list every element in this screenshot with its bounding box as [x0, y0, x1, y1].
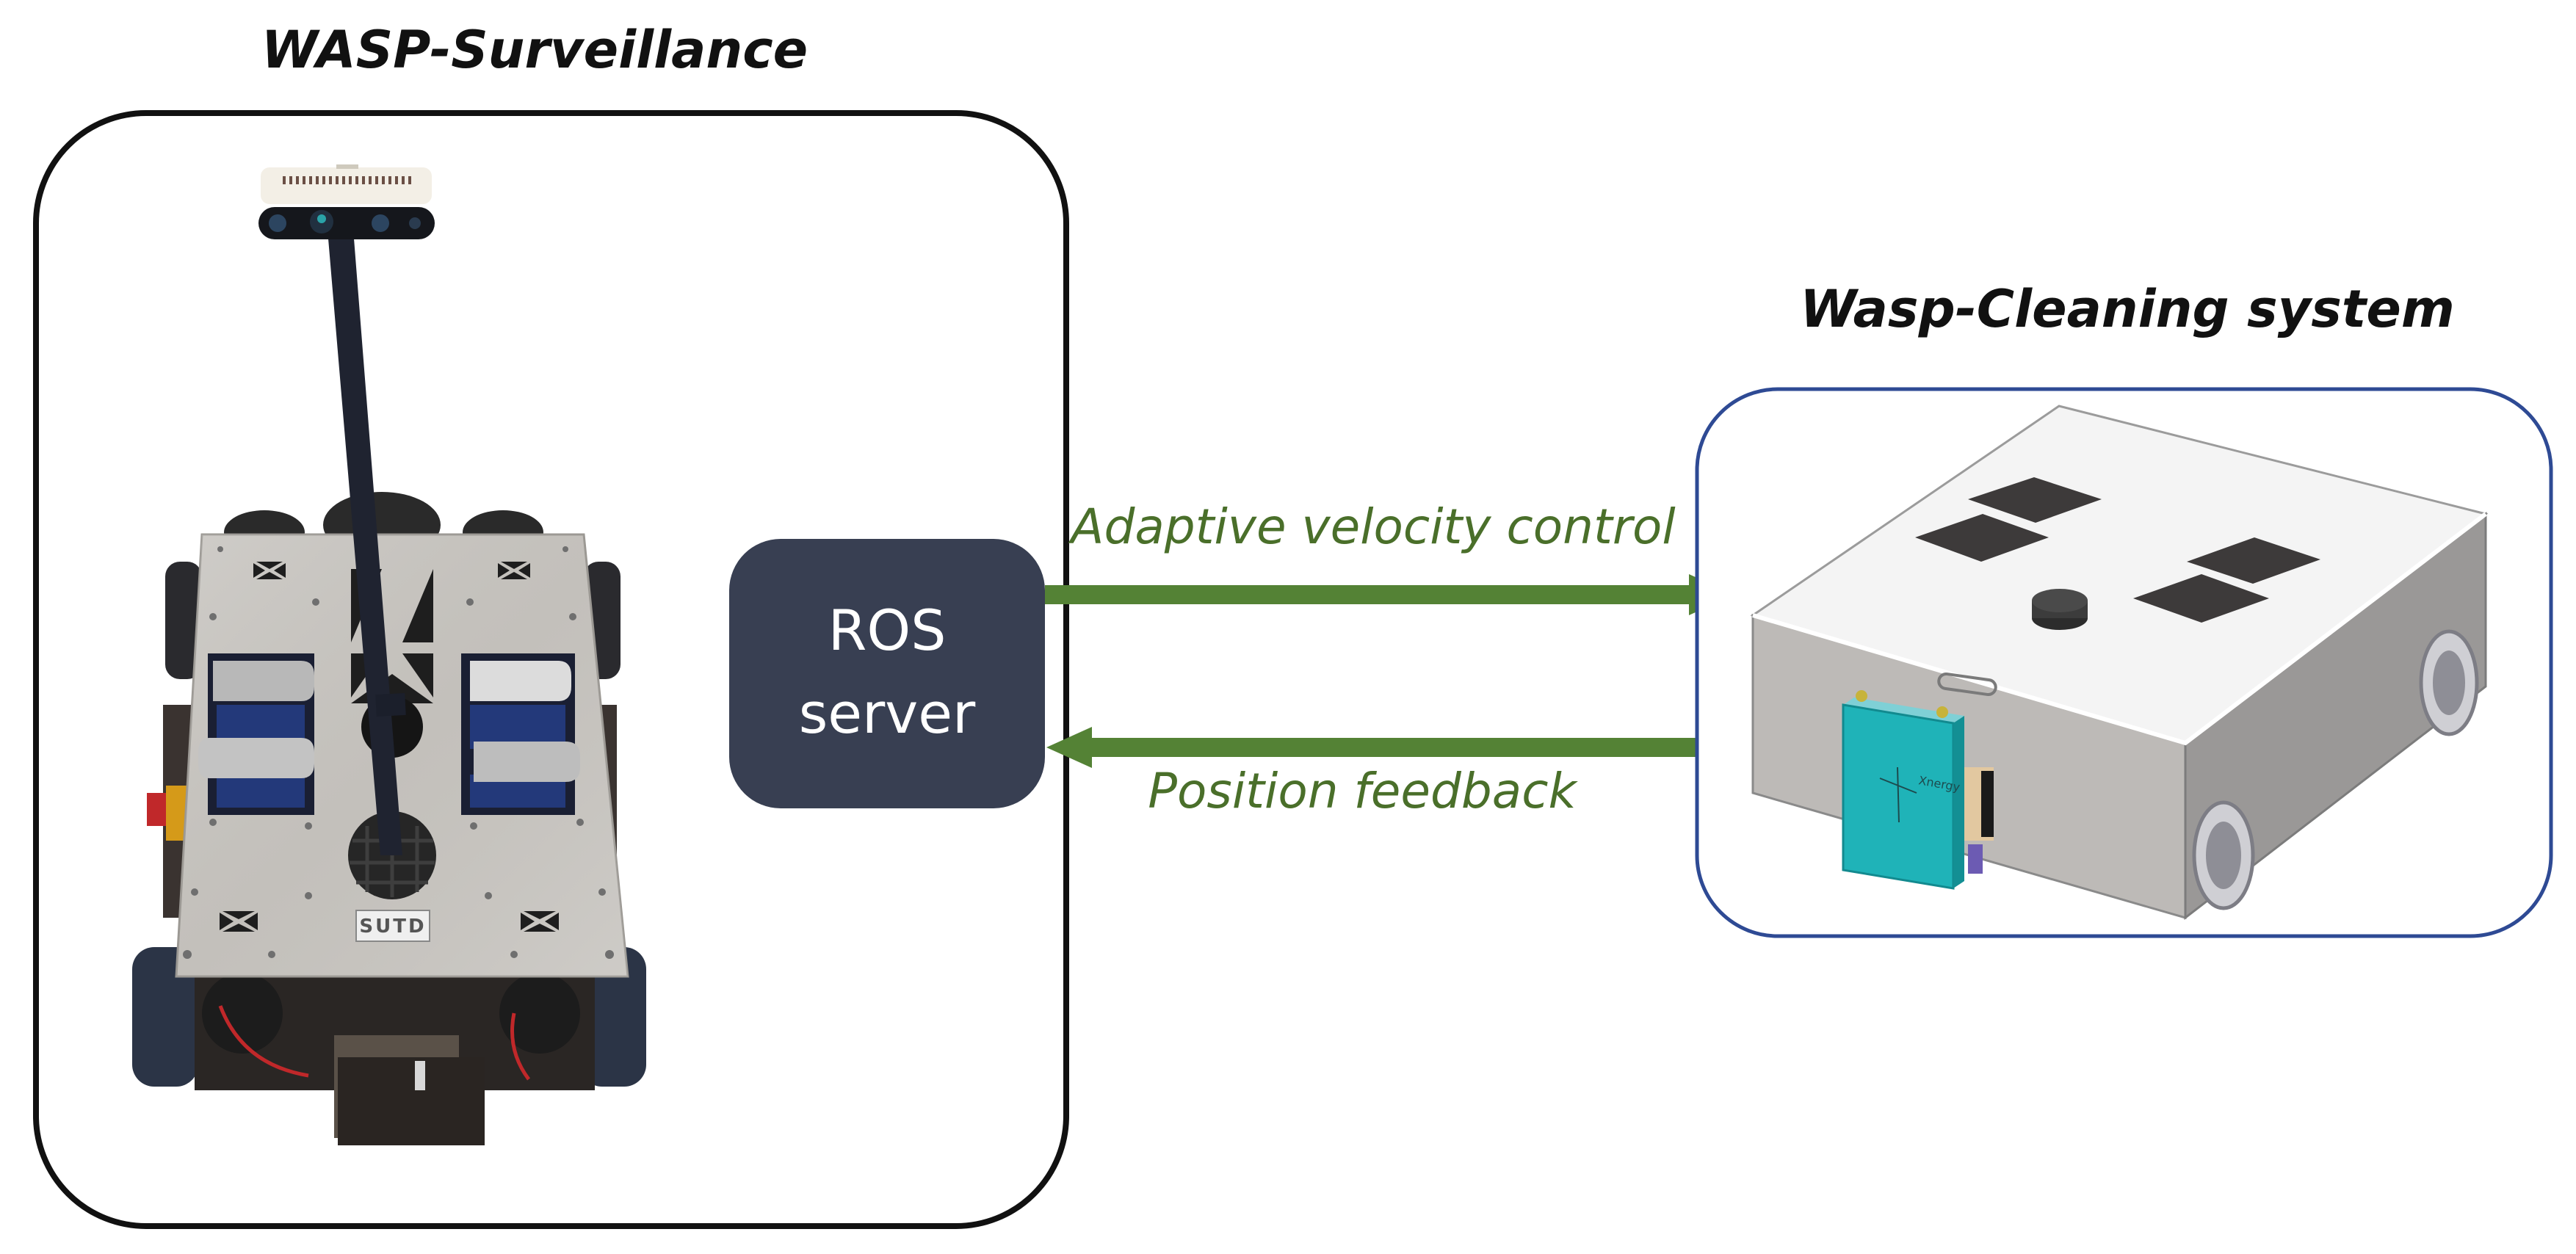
cleaning-robot-image: Xnergy	[1750, 405, 2489, 921]
red-wire-right	[510, 1012, 531, 1081]
surveillance-system: WASP-Surveillance	[33, 20, 1069, 1229]
camera-emitter	[409, 217, 421, 229]
svg-text:SUTD: SUTD	[359, 916, 426, 938]
cleaning-system: Wasp-Cleaning system	[1695, 279, 2553, 938]
camera-lens-right	[372, 214, 389, 232]
center-knob	[2032, 589, 2088, 630]
camera-vents	[283, 176, 411, 184]
top-pads	[1915, 477, 2320, 623]
ros-server-box[interactable]	[729, 539, 1045, 808]
vent-cutouts	[220, 562, 559, 932]
emergency-button	[147, 793, 167, 826]
position-feedback-label: Position feedback	[1148, 763, 1578, 819]
under-motor-left	[202, 973, 283, 1054]
side-wheel-front	[2192, 800, 2255, 910]
link-adaptive-velocity-control: Adaptive velocity control	[1045, 499, 1734, 615]
adaptive-velocity-control-label: Adaptive velocity control	[1068, 499, 1676, 555]
link-position-feedback: Position feedback	[1046, 727, 1734, 819]
arrow-right-shaft	[1045, 585, 1693, 604]
ros-server-label-line2: server	[799, 681, 976, 746]
cleaning-system-title: Wasp-Cleaning system	[1800, 279, 2455, 339]
right-wheel-front	[580, 947, 646, 1087]
left-wheel-front	[132, 947, 198, 1087]
depth-camera	[258, 164, 435, 239]
side-wheel-rear	[2419, 629, 2479, 736]
camera-lens-left	[269, 214, 286, 232]
battery-window-right	[461, 653, 580, 815]
arrow-left-shaft	[1088, 738, 1734, 757]
plate-screws	[183, 546, 614, 959]
mast-strap	[375, 692, 406, 717]
surveillance-title: WASP-Surveillance	[261, 20, 808, 80]
left-wheel-rear	[165, 562, 202, 679]
top-edge-highlight	[1752, 512, 2487, 746]
charging-module: Xnergy	[1842, 690, 1994, 890]
ros-server-node[interactable]: ROS server	[729, 539, 1045, 808]
front-bin	[338, 1057, 485, 1145]
under-motor-right	[499, 973, 580, 1054]
sutd-logo: SUTD	[355, 910, 430, 942]
red-wire-left	[218, 1005, 309, 1078]
arrow-left-head	[1046, 727, 1092, 768]
bin-label	[415, 1061, 425, 1090]
surveillance-robot-image: SUTD	[132, 164, 646, 1145]
handle-slot	[1937, 672, 1997, 697]
battery-window-left	[198, 653, 314, 815]
ros-server-label-line1: ROS	[828, 598, 947, 663]
